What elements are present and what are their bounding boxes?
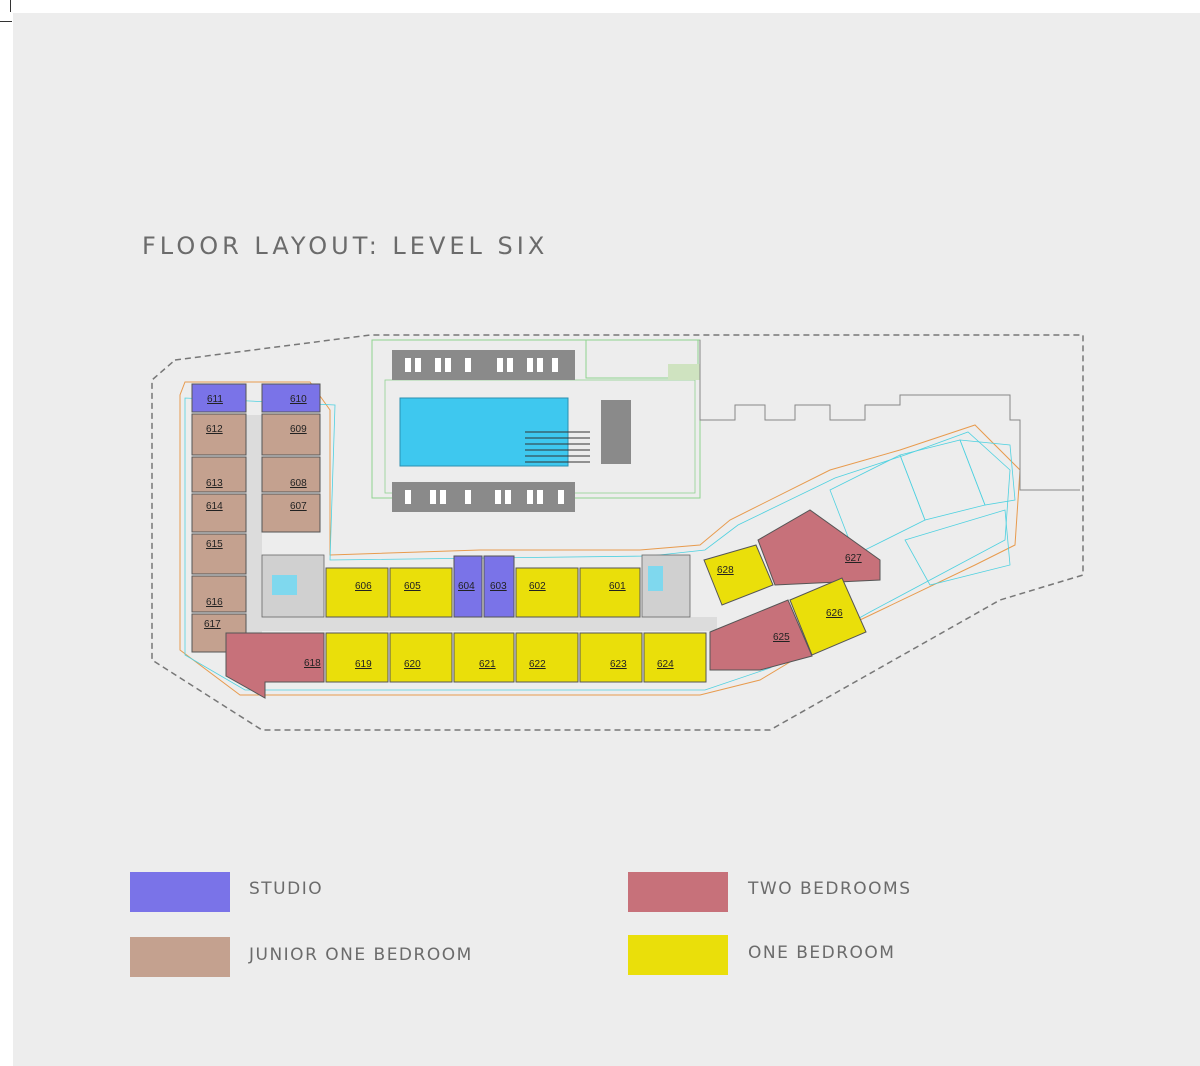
unit-616[interactable]	[191, 575, 247, 613]
unit-label-603: 603	[490, 581, 507, 592]
unit-label-607: 607	[290, 501, 307, 512]
unit-601[interactable]	[579, 567, 641, 618]
unit-628[interactable]	[703, 544, 774, 606]
unit-label-613: 613	[206, 478, 223, 489]
site-boundary	[151, 334, 1084, 731]
lounger-row-bottom	[392, 482, 575, 512]
unit-label-616: 616	[206, 597, 223, 608]
unit-604[interactable]	[453, 555, 483, 618]
unit-label-623: 623	[610, 659, 627, 670]
pool-steps	[525, 431, 590, 463]
legend-swatch-two-bedrooms	[628, 872, 728, 912]
unit-618[interactable]	[225, 632, 325, 699]
crop-mark-vertical	[10, 0, 11, 12]
unit-619[interactable]	[325, 632, 389, 683]
unit-625[interactable]	[709, 599, 813, 671]
unit-label-605: 605	[404, 581, 421, 592]
unit-label-608: 608	[290, 478, 307, 489]
legend-label-two-bedrooms: TWO BEDROOMS	[748, 879, 912, 899]
terrace-outline-cyan	[184, 397, 1011, 691]
unit-label-626: 626	[826, 608, 843, 619]
unit-label-618: 618	[304, 658, 321, 669]
legend-label-junior-one-bedroom: JUNIOR ONE BEDROOM	[249, 945, 473, 965]
unit-602[interactable]	[515, 567, 579, 618]
unit-label-619: 619	[355, 659, 372, 670]
unit-label-622: 622	[529, 659, 546, 670]
unit-label-615: 615	[206, 539, 223, 550]
unit-606[interactable]	[325, 567, 389, 618]
south-corridor	[262, 617, 717, 631]
lounger-column	[601, 400, 631, 464]
legend-swatch-studio	[130, 872, 230, 912]
legend-swatch-junior-one-bedroom	[130, 937, 230, 977]
unit-label-602: 602	[529, 581, 546, 592]
unit-label-617: 617	[204, 619, 221, 630]
loungers-bottom	[405, 490, 564, 504]
west-corridor	[246, 415, 262, 635]
parking-bays	[829, 439, 1016, 586]
unit-label-621: 621	[479, 659, 496, 670]
unit-603[interactable]	[483, 555, 515, 618]
unit-label-604: 604	[458, 581, 475, 592]
loungers-top	[405, 358, 558, 372]
unit-label-628: 628	[717, 565, 734, 576]
lounger-row-top	[392, 350, 575, 380]
legend-label-one-bedroom: ONE BEDROOM	[748, 943, 896, 963]
unit-623[interactable]	[579, 632, 643, 683]
stair-pool-west	[272, 575, 297, 595]
legend-swatch-one-bedroom	[628, 935, 728, 975]
crop-mark-horizontal	[0, 21, 12, 22]
unit-615[interactable]	[191, 533, 247, 575]
unit-label-612: 612	[206, 424, 223, 435]
unit-620[interactable]	[389, 632, 453, 683]
unit-label-606: 606	[355, 581, 372, 592]
unit-label-614: 614	[206, 501, 223, 512]
unit-626[interactable]	[789, 577, 867, 656]
unit-622[interactable]	[515, 632, 579, 683]
unit-609[interactable]	[261, 413, 321, 456]
legend-label-studio: STUDIO	[249, 879, 324, 899]
unit-label-624: 624	[657, 659, 674, 670]
unit-621[interactable]	[453, 632, 515, 683]
unit-label-620: 620	[404, 659, 421, 670]
unit-611[interactable]	[191, 383, 247, 413]
planter-box	[585, 339, 699, 379]
unit-627[interactable]	[757, 509, 881, 586]
unit-label-609: 609	[290, 424, 307, 435]
unit-label-625: 625	[773, 632, 790, 643]
unit-624[interactable]	[643, 632, 707, 683]
unit-608[interactable]	[261, 456, 321, 493]
unit-612[interactable]	[191, 413, 247, 456]
planter-green	[668, 364, 700, 380]
parapet-outline	[699, 340, 1080, 491]
terrace-outline	[179, 381, 1021, 696]
unit-label-627: 627	[845, 553, 862, 564]
unit-label-611: 611	[207, 394, 223, 405]
unit-607[interactable]	[261, 493, 321, 533]
unit-614[interactable]	[191, 493, 247, 533]
unit-605[interactable]	[389, 567, 453, 618]
unit-613[interactable]	[191, 456, 247, 493]
unit-610[interactable]	[261, 383, 321, 413]
page-title: FLOOR LAYOUT: LEVEL SIX	[142, 232, 549, 260]
unit-label-601: 601	[609, 581, 626, 592]
unit-label-610: 610	[290, 394, 307, 405]
stair-pool-east	[648, 566, 663, 591]
